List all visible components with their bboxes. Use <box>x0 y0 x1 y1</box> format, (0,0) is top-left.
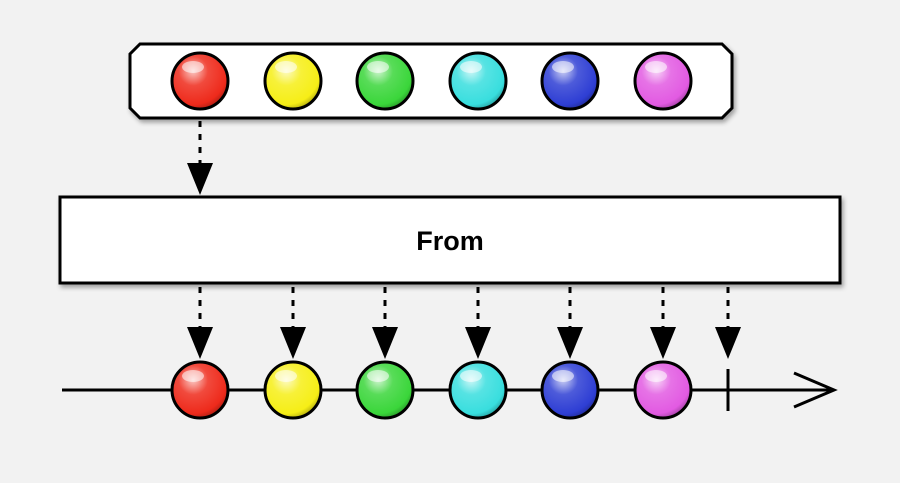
input-marble-green <box>355 51 415 111</box>
input-marble-yellow <box>263 51 323 111</box>
input-arrow <box>187 121 213 195</box>
output-marble-yellow <box>263 360 323 420</box>
completion-arrow <box>715 287 741 359</box>
input-marble-magenta <box>633 51 693 111</box>
output-marble-blue <box>540 360 600 420</box>
timeline-arrowhead <box>793 371 838 409</box>
emission-arrow <box>650 287 676 359</box>
output-marble-cyan <box>448 360 508 420</box>
emission-arrow <box>465 287 491 359</box>
input-marble-blue <box>540 51 600 111</box>
output-marbles <box>170 360 693 420</box>
input-array <box>128 42 734 120</box>
operator-label: From <box>416 226 484 256</box>
output-marble-magenta <box>633 360 693 420</box>
emission-arrow <box>187 287 213 359</box>
input-marble-cyan <box>448 51 508 111</box>
emission-arrow <box>280 287 306 359</box>
input-marble-red <box>170 51 230 111</box>
output-marble-green <box>355 360 415 420</box>
output-marble-red <box>170 360 230 420</box>
output-arrows <box>187 287 741 359</box>
emission-arrow <box>372 287 398 359</box>
output-timeline <box>62 360 838 420</box>
emission-arrow <box>557 287 583 359</box>
operator-box: From <box>58 195 842 285</box>
input-marbles <box>170 51 693 111</box>
